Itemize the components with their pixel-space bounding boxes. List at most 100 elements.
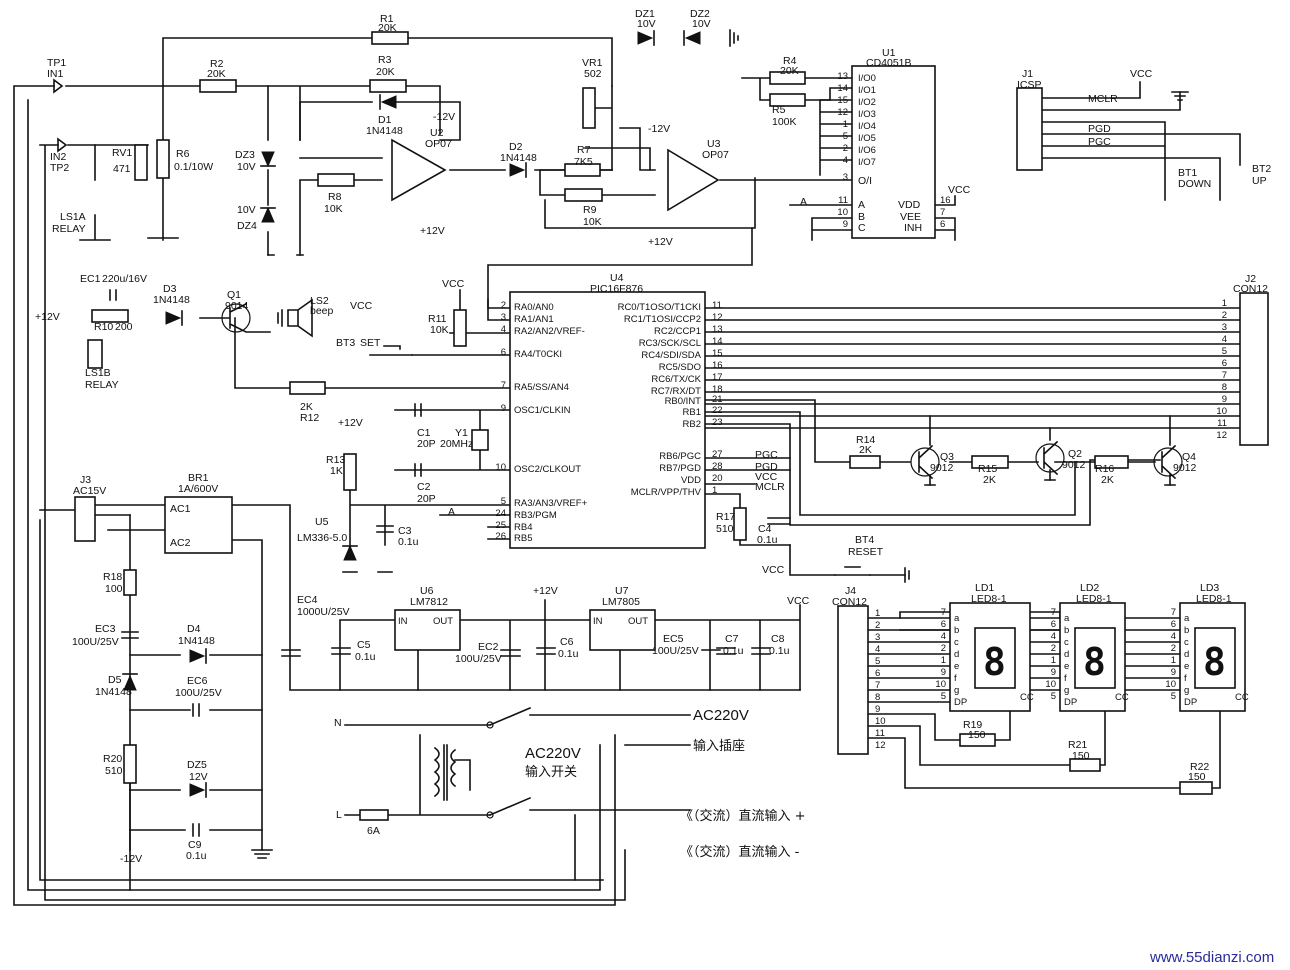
label-d5-value: 1N4148 [95,686,132,698]
label-r8-ref: R8 [328,191,342,203]
u4-pin-name: RC3/SCK/SCL [639,338,701,349]
label-r9-value: 10K [583,216,602,228]
u4-pin-number: 1 [712,485,717,496]
u4-pin-number: 24 [495,508,506,519]
led-segment-pin: 2 [1171,643,1176,654]
net-c-pin: C [858,222,866,234]
u4-pin-name: RA1/AN1 [514,314,554,325]
label-q4-ref: Q4 [1182,451,1196,463]
j4-pin-number: 12 [875,740,886,751]
net-fuse: 6A [367,825,380,837]
label-r20-value: 510 [105,765,123,777]
label-ec3-value: 100U/25V [72,636,119,648]
annotation-ac220v: AC220V [693,707,749,724]
u4-pin-name: OSC2/CLKOUT [514,464,581,475]
label-r22-ref: R22 [1190,761,1209,773]
net-pgd-u4: PGD [755,461,778,473]
label-r21-ref: R21 [1068,739,1087,751]
label-dz5-value: 12V [189,771,208,783]
label-ec3-ref: EC3 [95,623,116,635]
label-u1-value: CD4051B [866,57,912,69]
label-bt1-ref: BT1 [1178,167,1197,179]
j2-pin-number: 10 [1216,406,1227,417]
label-c8-value: 0.1u [769,645,790,657]
u4-pin-number: 6 [501,347,506,358]
annotation-dc-in-minus: 《（交流）直流输入 - [680,844,800,860]
led-segment-name: DP [1184,697,1197,708]
label-q1-value: 9014 [225,300,249,312]
led-segment-name: b [1064,625,1069,636]
net-pgc-u4: PGC [755,449,778,461]
net-labels: VCC VCC VCC VCC VCC VCC VCC -12V +12V -1… [35,68,1249,865]
label-u6-ref: U6 [420,585,434,597]
annotation-switch-line1: AC220V [525,745,581,762]
u4-pin-name: RB5 [514,533,532,544]
net-out-u1: O/I [858,175,872,187]
led-segment-name: a [1064,613,1070,624]
label-r13-ref: R13 [326,454,345,466]
u4-pin-name: RA3/AN3/VREF+ [514,498,588,509]
label-d3-value: 1N4148 [153,294,190,306]
led-segment-pin: 4 [1171,631,1176,642]
led-segment-name: e [954,661,959,672]
u1-pin-number: 9 [843,219,848,230]
net-plus12-u3: +12V [648,236,673,248]
led-segment-pin: 5 [1051,691,1056,702]
label-dz2-value: 10V [692,18,711,30]
label-r8-value: 10K [324,203,343,215]
label-bt3-ref: BT3 [336,337,355,349]
led-segment-name: a [1184,613,1190,624]
u1-pin-number: 11 [838,195,848,206]
label-j2-ref: J2 [1245,273,1256,285]
label-bt2-value: UP [1252,175,1267,187]
u4-pin-name: RC2/CCP1 [654,326,701,337]
led-segment-pin: 1 [1171,655,1176,666]
net-b-pin: B [858,211,865,223]
label-ec2-value: 100U/25V [455,653,502,665]
u4-pin-name: RB0/INT [665,396,702,407]
label-rv1-value: 471 [113,163,131,175]
u1-pin-name: I/O5 [858,133,876,144]
led-segment-pin: 2 [1051,643,1056,654]
j4-pin-number: 7 [875,680,880,691]
net-minus12-bottom: -12V [120,853,142,865]
net-u6-out: OUT [433,616,453,627]
led-segment-pin: 1 [941,655,946,666]
u1-pin-name: I/O7 [858,157,876,168]
label-c9-value: 0.1u [186,850,207,862]
label-r15-ref: R15 [978,463,997,475]
led-segment-name: c [954,637,959,648]
u4-pin-name: RB1 [683,407,701,418]
net-bridge-ac1: AC1 [170,503,191,515]
led-segment-pin: 10 [1165,679,1176,690]
label-dz4-ref: DZ4 [237,220,257,232]
label-ls2-ref: LS2 [310,295,329,307]
led-segment-pin: 6 [941,619,946,630]
u4-pin-number: 18 [712,384,723,395]
label-r19-value: 150 [968,729,986,741]
label-ls1a-value: RELAY [52,223,86,235]
annotation-socket: 输入插座 [693,738,745,754]
led-segment-name: DP [954,697,967,708]
u4-pin-name: RB7/PGD [659,463,701,474]
label-j1-value: ICSP [1017,79,1042,91]
label-r6-ref: R6 [176,148,190,160]
u4-pin-name: RB6/PGC [659,451,701,462]
j4-pin-number: 4 [875,644,880,655]
label-r10-value: 200 [115,321,133,333]
label-ls1a-ref: LS1A [60,211,86,223]
label-d2-ref: D2 [509,141,523,153]
u4-pin-name: RC1/T1OSI/CCP2 [624,314,701,325]
j4-pin-number: 5 [875,656,880,667]
label-r2-value: 20K [207,68,226,80]
j4-pin-number: 8 [875,692,880,703]
label-dz3-ref: DZ3 [235,149,255,161]
label-r16-ref: R16 [1095,463,1114,475]
u1-pin-name: I/O6 [858,145,876,156]
label-ec4-value: 1000U/25V [297,606,350,618]
component-labels: R1 20K R2 20K R3 20K R4 20K R5 100K R6 0… [47,8,1271,862]
led-segment-name: c [1064,637,1069,648]
label-dz1-ref: DZ1 [635,8,655,20]
led-segment-name: d [1184,649,1189,660]
